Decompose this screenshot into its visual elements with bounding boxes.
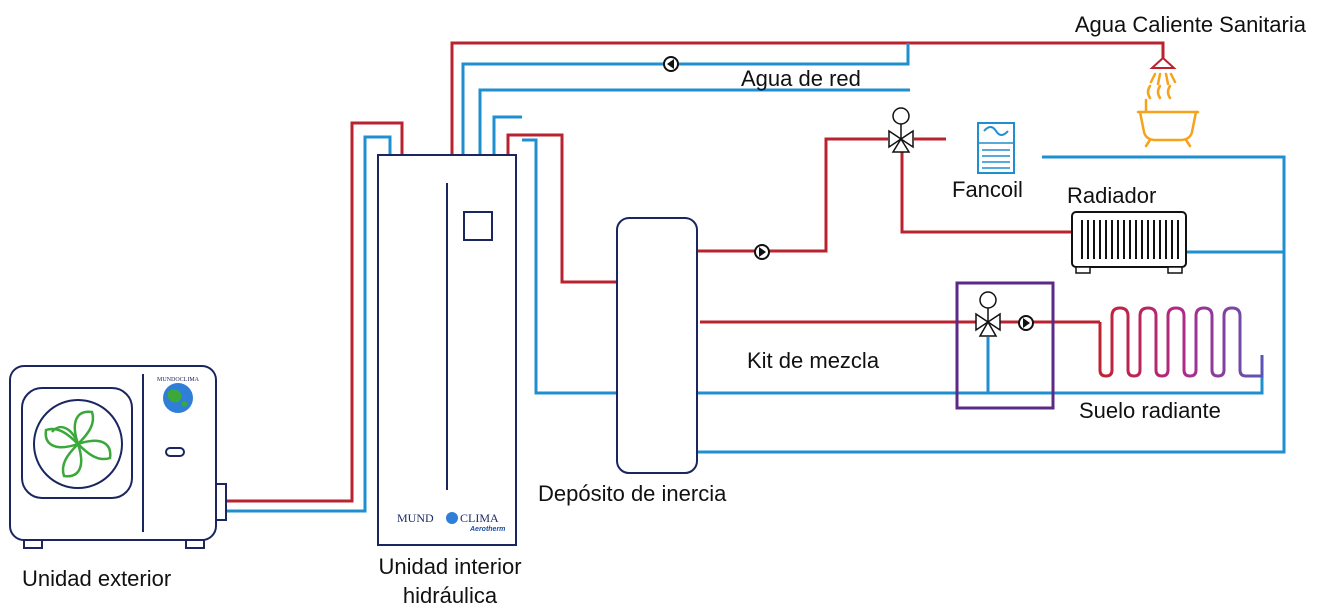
label-kit-de-mezcla: Kit de mezcla (747, 348, 880, 373)
pipe-outdoor-cold (226, 135, 392, 513)
radiator-icon (1071, 211, 1187, 274)
pipe-heating-supply (695, 137, 888, 253)
label-agua-caliente-sanitaria: Agua Caliente Sanitaria (1075, 12, 1307, 37)
label-deposito-de-inercia: Depósito de inercia (538, 481, 727, 506)
fancoil-icon (977, 122, 1015, 174)
pipe-main-return (695, 155, 1286, 454)
pipe-mains-water (461, 43, 910, 155)
outdoor-unit: MUNDOCLIMA (9, 365, 227, 549)
globe-logo-icon (163, 383, 193, 413)
label-agua-de-red: Agua de red (741, 66, 861, 91)
pipe-mains-2 (478, 88, 910, 155)
pump-icon (663, 56, 679, 72)
pipe-tank-return (522, 138, 1264, 395)
indoor-logo-right: CLIMA (460, 511, 499, 525)
indoor-globe-icon (446, 512, 458, 524)
mixing-kit-box (955, 281, 1055, 410)
outdoor-logo-text: MUNDOCLIMA (157, 377, 200, 383)
inertia-tank (616, 217, 698, 474)
pipe-mains-3 (492, 115, 522, 155)
label-fancoil: Fancoil (952, 177, 1023, 202)
underfloor-coil (1098, 306, 1264, 378)
label-suelo-radiante: Suelo radiante (1079, 398, 1221, 423)
label-unidad-exterior: Unidad exterior (22, 566, 171, 591)
control-panel-icon (463, 211, 493, 241)
label-unidad-interior: Unidad interior (378, 554, 521, 579)
pump-icon (1018, 315, 1034, 331)
pipe-tank-hot-in (506, 133, 617, 284)
label-hidraulica: hidráulica (403, 583, 498, 608)
pipe-dhw-hot (450, 41, 1165, 155)
pipe-outdoor-hot (226, 121, 404, 503)
shower-bathtub-icon (1136, 56, 1200, 148)
indoor-hydraulic-unit: MUND CLIMA Aerotherm (377, 154, 517, 546)
pump-icon (754, 244, 770, 260)
indoor-logo-left: MUND (397, 511, 434, 525)
three-way-valve-icon (888, 107, 914, 153)
fan-icon (44, 410, 112, 478)
three-way-valve-icon (975, 291, 1001, 337)
cold-pipes (226, 43, 1286, 513)
pipe-radiator-hot (900, 152, 1072, 234)
label-radiador: Radiador (1067, 183, 1156, 208)
indoor-logo-sub: Aerotherm (469, 526, 505, 533)
